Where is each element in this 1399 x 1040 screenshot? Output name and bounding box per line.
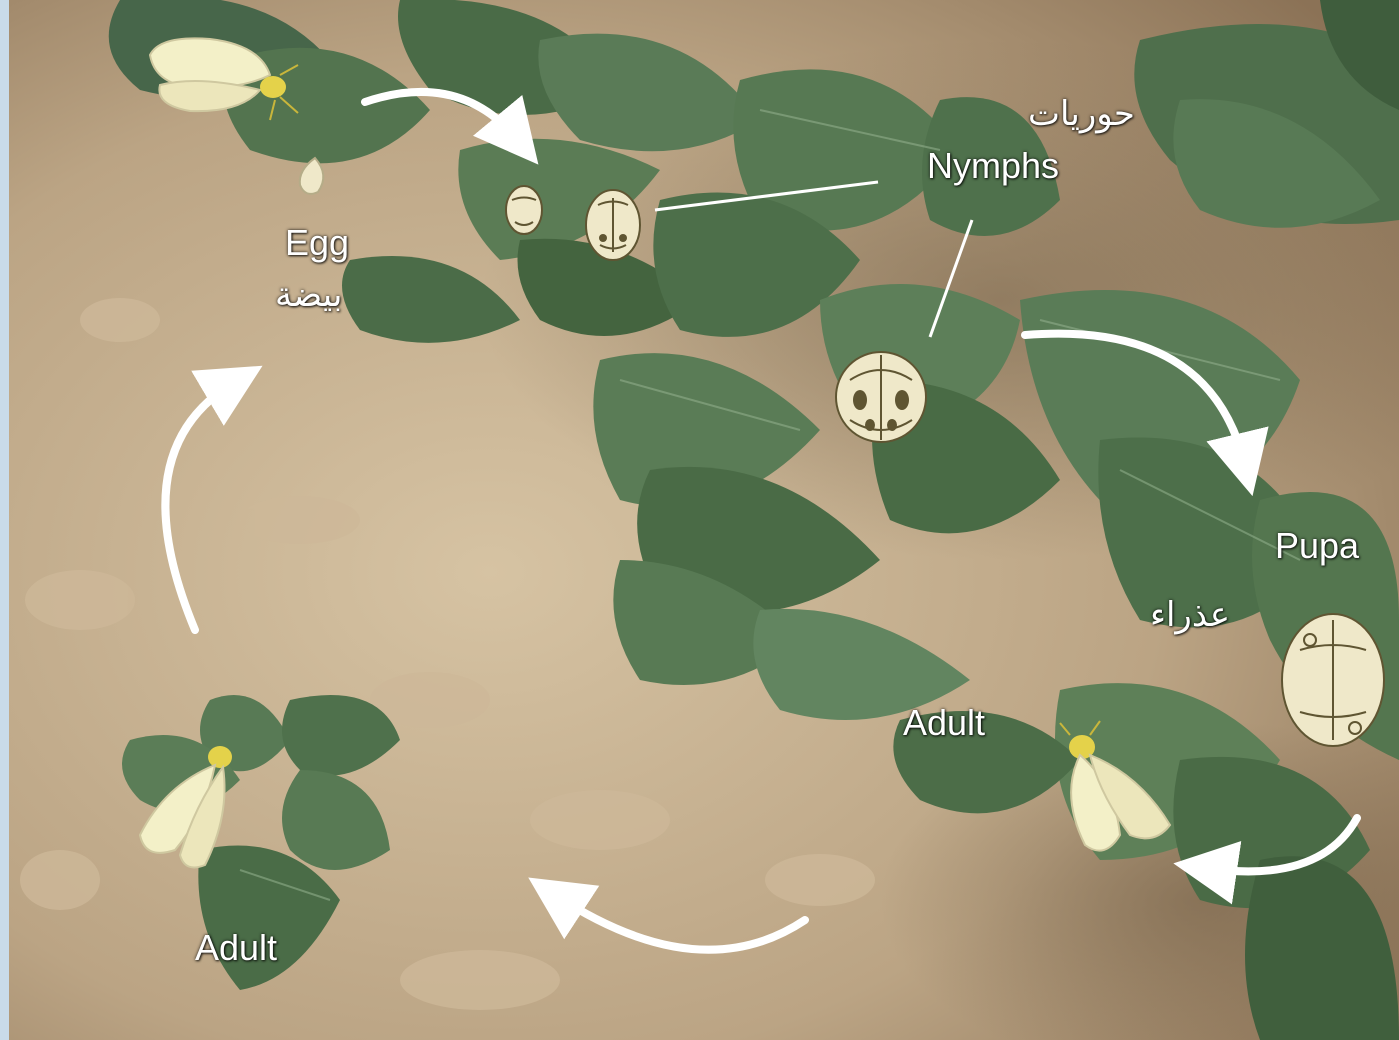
label-egg-ar: بيضة bbox=[275, 278, 342, 312]
nymph-large bbox=[836, 352, 926, 442]
nymph-small bbox=[506, 186, 542, 234]
nymph-medium bbox=[586, 190, 640, 260]
label-pupa-en: Pupa bbox=[1275, 528, 1359, 564]
label-adult-right: Adult bbox=[903, 705, 985, 741]
label-nymphs-en: Nymphs bbox=[927, 148, 1059, 184]
label-pupa-ar: عذراء bbox=[1150, 598, 1230, 632]
label-egg-en: Egg bbox=[285, 225, 349, 261]
pupa bbox=[1282, 614, 1384, 746]
left-edge-strip bbox=[0, 0, 9, 1040]
label-nymphs-ar: حوريات bbox=[1028, 97, 1135, 131]
label-adult-left: Adult bbox=[195, 930, 277, 966]
